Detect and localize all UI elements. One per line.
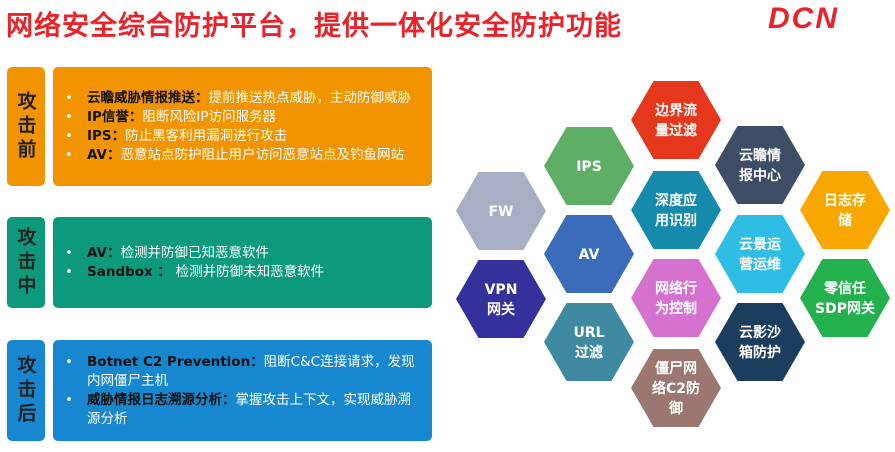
hexagon-label: 边界流 <box>654 102 697 119</box>
phase-item-name: 威胁情报日志溯源分析 <box>87 391 222 408</box>
phase-item: IP信誉：阻断风险IP访问服务器 <box>65 108 418 127</box>
hexagon-label: 零信任 <box>823 280 866 297</box>
phase-item-name: Sandbox <box>87 263 153 280</box>
hexagon-label: 日志存 <box>824 192 866 209</box>
phase-item: AV：恶意站点防护阻止用户访问恶意站点及钓鱼网站 <box>65 146 418 165</box>
hexagon-label: 云景运 <box>739 237 781 253</box>
hexagon-shape <box>456 260 546 338</box>
phase-item-separator: ： <box>128 108 143 125</box>
hexagon-shape <box>631 171 721 249</box>
hexagon-label: 用识别 <box>655 213 697 229</box>
page-title: 网络安全综合防护平台，提供一体化安全防护功能 <box>6 11 622 42</box>
phase-item: 云瞻威胁情报推送：提前推送热点威胁，主动防御威胁 <box>65 89 418 108</box>
hexagon-feature: 零信任 SDP网关 <box>800 259 890 337</box>
hexagon-label: SDP网关 <box>815 300 875 317</box>
phase-item-separator: ： <box>106 244 121 261</box>
phase-item-name: IP信誉 <box>87 108 129 125</box>
hexagon-label: 云瞻情 <box>739 147 781 164</box>
phase-box-during: AV：检测并防御已知恶意软件Sandbox ： 检测并防御未知恶意软件 <box>53 217 432 308</box>
hexagon-shape <box>715 215 805 293</box>
hexagon-label: 深度应 <box>655 192 697 209</box>
hexagon-shape <box>544 127 634 205</box>
hexagon-shape <box>631 81 721 159</box>
phase-label-before: 攻击前 <box>7 67 45 186</box>
phase-item: 威胁情报日志溯源分析：掌握攻击上下文，实现威胁溯源分析 <box>65 391 418 429</box>
hexagon-label: 箱防护 <box>739 344 781 361</box>
phase-item-separator: ： <box>250 353 264 370</box>
phase-box-before: 云瞻威胁情报推送：提前推送热点威胁，主动防御威胁IP信誉：阻断风险IP访问服务器… <box>53 67 432 186</box>
hexagon-label: FW <box>488 204 513 220</box>
hexagon-label: 营运维 <box>739 256 781 273</box>
phase-item-separator: ： <box>111 127 126 144</box>
hexagon-shape <box>715 126 805 204</box>
phase-item-desc: 检测并防御已知恶意软件 <box>120 244 269 261</box>
dcn-logo: DCN <box>768 2 839 35</box>
hexagon-shape <box>800 171 890 249</box>
phase-item-separator: ： <box>152 263 176 280</box>
hexagon-label: 僵尸网 <box>655 360 697 377</box>
hexagon-feature: VPN 网关 <box>456 260 546 338</box>
phase-item-desc: 防止黑客利用漏洞进行攻击 <box>125 127 288 144</box>
hexagon-feature: FW <box>456 172 546 250</box>
phase-item-desc: 提前推送热点威胁，主动防御威胁 <box>208 89 412 106</box>
hexagon-shape <box>544 303 634 381</box>
phase-item: AV：检测并防御已知恶意软件 <box>65 244 418 263</box>
phase-item-name: IPS <box>87 127 112 144</box>
hexagon-label: 为控制 <box>655 300 697 317</box>
phase-item: Botnet C2 Prevention：阻断C&C连接请求，发现内网僵尸主机 <box>65 353 418 391</box>
phase-item-separator: ： <box>106 146 121 163</box>
hexagon-label: 云影沙 <box>739 325 781 341</box>
phase-label-after: 攻击后 <box>7 340 45 441</box>
hexagon-label: VPN <box>485 282 518 298</box>
phase-item-separator: ： <box>195 89 209 106</box>
hexagon-feature: IPS <box>544 127 634 205</box>
phase-box-after: Botnet C2 Prevention：阻断C&C连接请求，发现内网僵尸主机威… <box>53 340 432 441</box>
phase-item-separator: ： <box>222 391 236 408</box>
hexagon-label: 报中心 <box>739 167 781 184</box>
hexagon-label: 御 <box>668 400 683 417</box>
phase-item-name: AV <box>87 244 107 261</box>
phase-item-name: Botnet C2 Prevention <box>87 353 251 370</box>
phase-item-desc: 恶意站点防护阻止用户访问恶意站点及钓鱼网站 <box>120 146 404 163</box>
phase-item-desc: 阻断C&C连接请求，发现内网僵尸主机 <box>87 353 415 389</box>
hexagon-label: 储 <box>837 212 852 229</box>
phase-item-name: 云瞻威胁情报推送 <box>87 89 195 106</box>
hexagon-shape <box>631 259 721 337</box>
phase-item: IPS：防止黑客利用漏洞进行攻击 <box>65 127 418 146</box>
hexagon-shape <box>715 303 805 381</box>
hexagon-shape <box>456 172 546 250</box>
hexagon-feature: AV <box>544 215 634 293</box>
hexagon-shape <box>631 349 721 427</box>
hexagon-label: IPS <box>576 159 602 175</box>
hexagon-label: 过滤 <box>575 344 603 361</box>
hexagon-label: 网络行 <box>655 280 697 297</box>
hexagon-feature: URL 过滤 <box>544 303 634 381</box>
phase-label-during: 攻击中 <box>7 217 45 308</box>
phase-item: Sandbox ： 检测并防御未知恶意软件 <box>65 263 418 282</box>
phase-item-desc: 检测并防御未知恶意软件 <box>175 263 325 280</box>
hexagon-label: AV <box>579 247 600 263</box>
hexagon-label: 络C2防 <box>652 380 700 397</box>
phase-item-name: AV <box>87 146 107 163</box>
hexagon-shape <box>544 215 634 293</box>
hexagon-label: URL <box>573 325 604 341</box>
hexagon-label: 网关 <box>487 301 515 318</box>
phase-item-desc: 阻断风险IP访问服务器 <box>142 108 277 125</box>
hexagon-shape <box>800 259 890 337</box>
hexagon-label: 量过滤 <box>655 122 697 139</box>
phase-item-desc: 掌握攻击上下文，实现威胁溯源分析 <box>87 391 411 427</box>
